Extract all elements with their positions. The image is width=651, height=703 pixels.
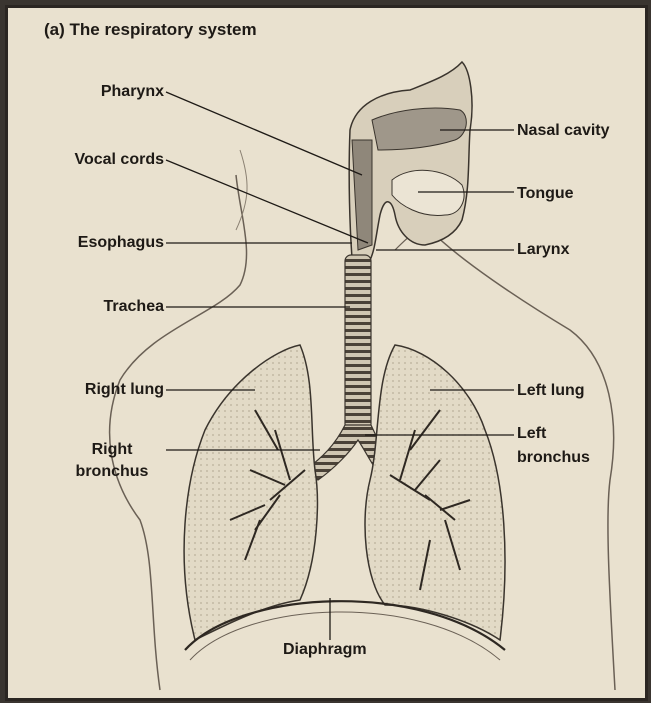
label-larynx: Larynx [517, 240, 569, 260]
label-nasal-cavity: Nasal cavity [517, 121, 610, 141]
trachea-rings [345, 255, 371, 430]
diagram-title: (a) The respiratory system [44, 20, 257, 40]
label-trachea: Trachea [60, 297, 164, 317]
label-pharynx: Pharynx [60, 82, 164, 102]
label-right-bronchus-line1: Right [62, 440, 162, 460]
label-esophagus: Esophagus [30, 233, 164, 253]
label-tongue: Tongue [517, 184, 574, 204]
vocal-cords-leader [166, 160, 368, 243]
label-left-lung: Left lung [517, 381, 585, 401]
label-right-bronchus-line2: bronchus [62, 462, 162, 482]
label-right-lung: Right lung [40, 380, 164, 400]
pharynx-leader [166, 92, 362, 175]
label-diaphragm: Diaphragm [283, 640, 367, 660]
right-lung-shape [184, 345, 317, 640]
label-left-bronchus-line2: bronchus [517, 448, 590, 468]
left-lung-shape [365, 345, 505, 640]
label-left-bronchus-line1: Left [517, 424, 546, 444]
label-vocal-cords: Vocal cords [30, 150, 164, 170]
